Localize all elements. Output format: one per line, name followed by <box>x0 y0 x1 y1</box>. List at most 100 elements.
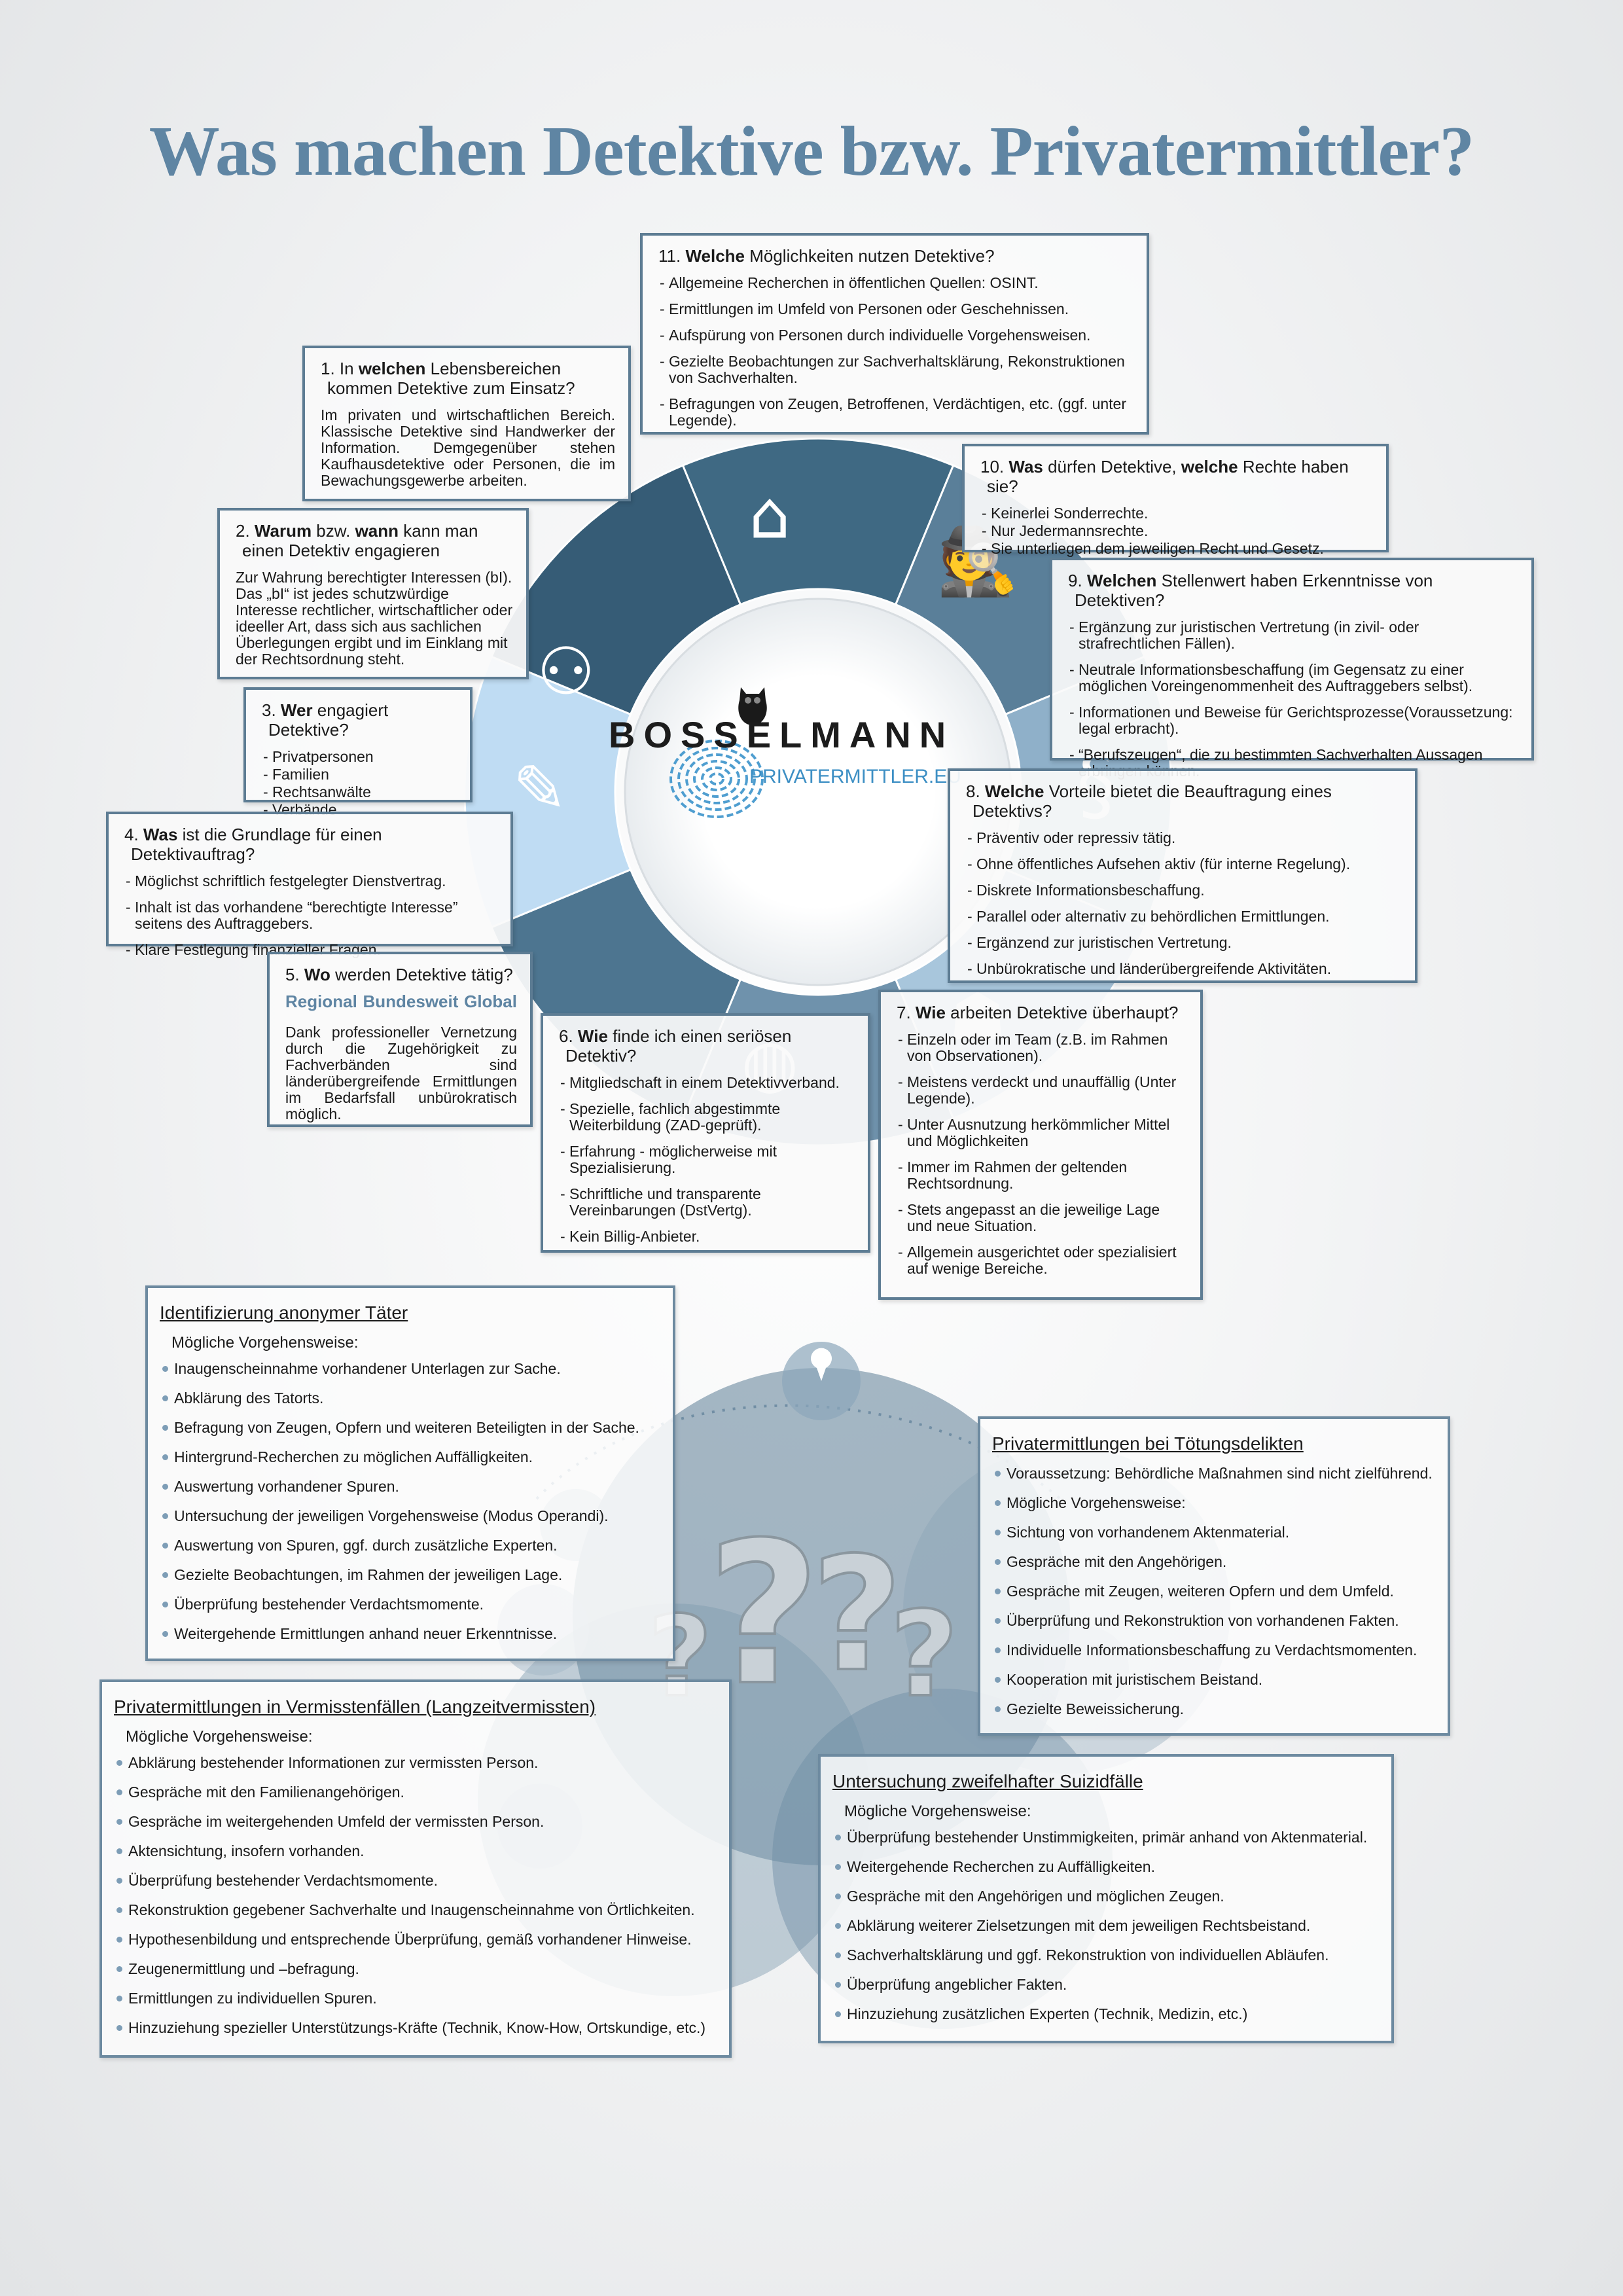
list-item: Unter Ausnutzung herkömmlicher Mittel un… <box>897 1117 1187 1149</box>
list-item: Erfahrung - möglicherweise mit Spezialis… <box>559 1143 855 1176</box>
scope-labels: Regional Bundesweit Global <box>285 992 517 1011</box>
list-item: Überprüfung bestehender Verdachtsmomente… <box>114 1872 716 1889</box>
list-item: Aufspürung von Personen durch individuel… <box>658 327 1133 344</box>
list-item: Ermittlungen im Umfeld von Personen oder… <box>658 301 1133 318</box>
list-item: Familien <box>262 766 457 783</box>
list-item: Immer im Rahmen der geltenden Rechtsordn… <box>897 1159 1187 1192</box>
scope-global: Global <box>464 992 517 1011</box>
list-item: Gespräche mit den Angehörigen. <box>992 1553 1435 1570</box>
list-item: Zeugenermittlung und –befragung. <box>114 1960 716 1977</box>
question-2-box: 2. Warum bzw. wann kann man einen Detekt… <box>217 508 529 679</box>
case-title: Privatermittlungen in Vermisstenfällen (… <box>114 1696 596 1717</box>
list-item: Gespräche mit den Angehörigen und möglic… <box>832 1888 1378 1905</box>
list-item: Überprüfung bestehender Unstimmigkeiten,… <box>832 1829 1378 1846</box>
question-8-box: 8. Welche Vorteile bietet die Beauftragu… <box>948 768 1418 983</box>
list-item: Gespräche mit den Familienangehörigen. <box>114 1784 716 1801</box>
logo-url: PRIVATERMITTLER.EU <box>749 766 961 787</box>
list-item: Parallel oder alternativ zu behördlichen… <box>966 908 1402 925</box>
list-item: Nur Jedermannsrechte. <box>980 523 1373 540</box>
list-item: Ohne öffentliches Aufsehen aktiv (für in… <box>966 856 1402 873</box>
list-item: Diskrete Informationsbeschaffung. <box>966 882 1402 899</box>
question-11-heading: 11. Welche Möglichkeiten nutzen Detektiv… <box>658 246 995 266</box>
list-item: Hintergrund-Recherchen zu möglichen Auff… <box>160 1448 660 1465</box>
list-item: Abklärung weiterer Zielsetzungen mit dem… <box>832 1917 1378 1934</box>
list-item: Gezielte Beobachtungen zur Sachverhaltsk… <box>658 353 1133 386</box>
list-item: Weitergehende Recherchen zu Auffälligkei… <box>832 1858 1378 1875</box>
question-9-box: 9. Welchen Stellenwert haben Erkenntniss… <box>1050 558 1534 780</box>
list-item: Neutrale Informationsbeschaffung (im Geg… <box>1068 662 1518 694</box>
list-item: Mögliche Vorgehensweise: <box>992 1494 1435 1511</box>
list-item: Aktensichtung, insofern vorhanden. <box>114 1842 716 1859</box>
contract-icon: ✎ <box>512 751 567 827</box>
list-item: Ergänzend zur juristischen Vertretung. <box>966 935 1402 952</box>
list-item: Rechtsanwälte <box>262 784 457 801</box>
list-item: Stets angepasst an die jeweilige Lage un… <box>897 1202 1187 1234</box>
wheel-segment <box>681 437 955 606</box>
case-subtitle: Mögliche Vorgehensweise: <box>171 1334 359 1352</box>
question-6-heading: 6. Wie finde ich einen seriösen Detektiv… <box>559 1026 792 1066</box>
list-item: Inaugenscheinnahme vorhandener Unterlage… <box>160 1360 660 1377</box>
list-item: Abklärung bestehender Informationen zur … <box>114 1754 716 1771</box>
case-anonymous-box: Identifizierung anonymer Täter Mögliche … <box>145 1285 675 1661</box>
scope-regional: Regional <box>285 992 357 1011</box>
list-item: Unbürokratische und länderübergreifende … <box>966 961 1402 978</box>
list-item: Befragungen von Zeugen, Betroffenen, Ver… <box>658 396 1133 429</box>
list-item: Befragung von Zeugen, Opfern und weitere… <box>160 1419 660 1436</box>
question-4-heading: 4. Was ist die Grundlage für einen Detek… <box>124 825 382 864</box>
scope-bundesweit: Bundesweit <box>363 992 459 1011</box>
answer-text: Im privaten und wirtschaftlichen Bereich… <box>321 406 615 489</box>
list-item: Gezielte Beobachtungen, im Rahmen der je… <box>160 1566 660 1583</box>
question-1-heading: 1. In welchen Lebensbereichen kommen Det… <box>321 359 575 398</box>
question-5-box: 5. Wo werden Detektive tätig? Regional B… <box>267 952 533 1127</box>
question-7-box: 7. Wie arbeiten Detektive überhaupt? Ein… <box>878 990 1203 1300</box>
list-item: Präventiv oder repressiv tätig. <box>966 830 1402 847</box>
list-item: Privatpersonen <box>262 749 457 766</box>
list-item: Sachverhaltsklärung und ggf. Rekonstrukt… <box>832 1946 1378 1964</box>
list-item: Schriftliche und transparente Vereinbaru… <box>559 1186 855 1219</box>
list-item: Gezielte Beweissicherung. <box>992 1700 1435 1717</box>
question-7-heading: 7. Wie arbeiten Detektive überhaupt? <box>897 1003 1179 1022</box>
list-item: Hinzuziehung spezieller Unterstützungs-K… <box>114 2019 716 2036</box>
case-title: Privatermittlungen bei Tötungsdelikten <box>992 1433 1304 1454</box>
logo-brand: BOSSELMANN <box>609 714 955 755</box>
case-subtitle: Mögliche Vorgehensweise: <box>844 1803 1031 1820</box>
question-4-box: 4. Was ist die Grundlage für einen Detek… <box>106 812 513 958</box>
list-item: Hinzuziehung zusätzlichen Experten (Tech… <box>832 2005 1378 2022</box>
logo[interactable]: BOSSELMANN PRIVATERMITTLER.EU <box>609 674 961 818</box>
list-item: Sichtung von vorhandenem Aktenmaterial. <box>992 1524 1435 1541</box>
svg-text:?: ? <box>812 1523 902 1706</box>
list-item: Auswertung vorhandener Spuren. <box>160 1478 660 1495</box>
list-item: Spezielle, fachlich abgestimmte Weiterbi… <box>559 1101 855 1134</box>
fingerprint-icon <box>669 740 764 818</box>
list-item: Meistens verdeckt und unauffällig (Unter… <box>897 1074 1187 1107</box>
answer-text: Dank professioneller Vernetzung durch di… <box>285 1024 517 1122</box>
list-item: Allgemeine Recherchen in öffentlichen Qu… <box>658 275 1133 292</box>
list-item: Möglichst schriftlich festgelegter Diens… <box>124 873 497 890</box>
case-homicide-box: Privatermittlungen bei Tötungsdelikten V… <box>978 1416 1450 1736</box>
list-item: Rekonstruktion gegebener Sachverhalte un… <box>114 1901 716 1918</box>
question-3-heading: 3. Wer engagiert Detektive? <box>262 700 389 740</box>
question-11-box: 11. Welche Möglichkeiten nutzen Detektiv… <box>640 233 1149 435</box>
question-10-heading: 10. Was dürfen Detektive, welche Rechte … <box>980 457 1349 496</box>
list-item: Weitergehende Ermittlungen anhand neuer … <box>160 1625 660 1642</box>
question-6-box: 6. Wie finde ich einen seriösen Detektiv… <box>541 1013 870 1253</box>
page-title: Was machen Detektive bzw. Privatermittle… <box>149 113 1474 190</box>
list-item: Überprüfung bestehender Verdachtsmomente… <box>160 1596 660 1613</box>
list-item: Untersuchung der jeweiligen Vorgehenswei… <box>160 1507 660 1524</box>
case-title: Untersuchung zweifelhafter Suizidfälle <box>832 1771 1143 1791</box>
list-item: Allgemein ausgerichtet oder spezialisier… <box>897 1244 1187 1277</box>
list-item: Voraussetzung: Behördliche Maßnahmen sin… <box>992 1465 1435 1482</box>
list-item: Individuelle Informationsbeschaffung zu … <box>992 1641 1435 1659</box>
list-item: Ermittlungen zu individuellen Spuren. <box>114 1990 716 2007</box>
question-2-heading: 2. Warum bzw. wann kann man einen Detekt… <box>236 521 478 560</box>
list-item: Mitgliedschaft in einem Detektivverband. <box>559 1075 855 1092</box>
list-item: Einzeln oder im Team (z.B. im Rahmen von… <box>897 1031 1187 1064</box>
question-10-box: 10. Was dürfen Detektive, welche Rechte … <box>962 444 1389 557</box>
list-item: Inhalt ist das vorhandene “berechtigte I… <box>124 899 497 932</box>
people-icon: ⚇ <box>537 633 596 709</box>
list-item: Kein Billig-Anbieter. <box>559 1229 855 1246</box>
list-item: Kooperation mit juristischem Beistand. <box>992 1671 1435 1688</box>
answer-text: Zur Wahrung berechtigter Interessen (bI)… <box>236 569 513 668</box>
list-item: Überprüfung und Rekonstruktion von vorha… <box>992 1612 1435 1629</box>
case-missing-box: Privatermittlungen in Vermisstenfällen (… <box>99 1679 732 2058</box>
